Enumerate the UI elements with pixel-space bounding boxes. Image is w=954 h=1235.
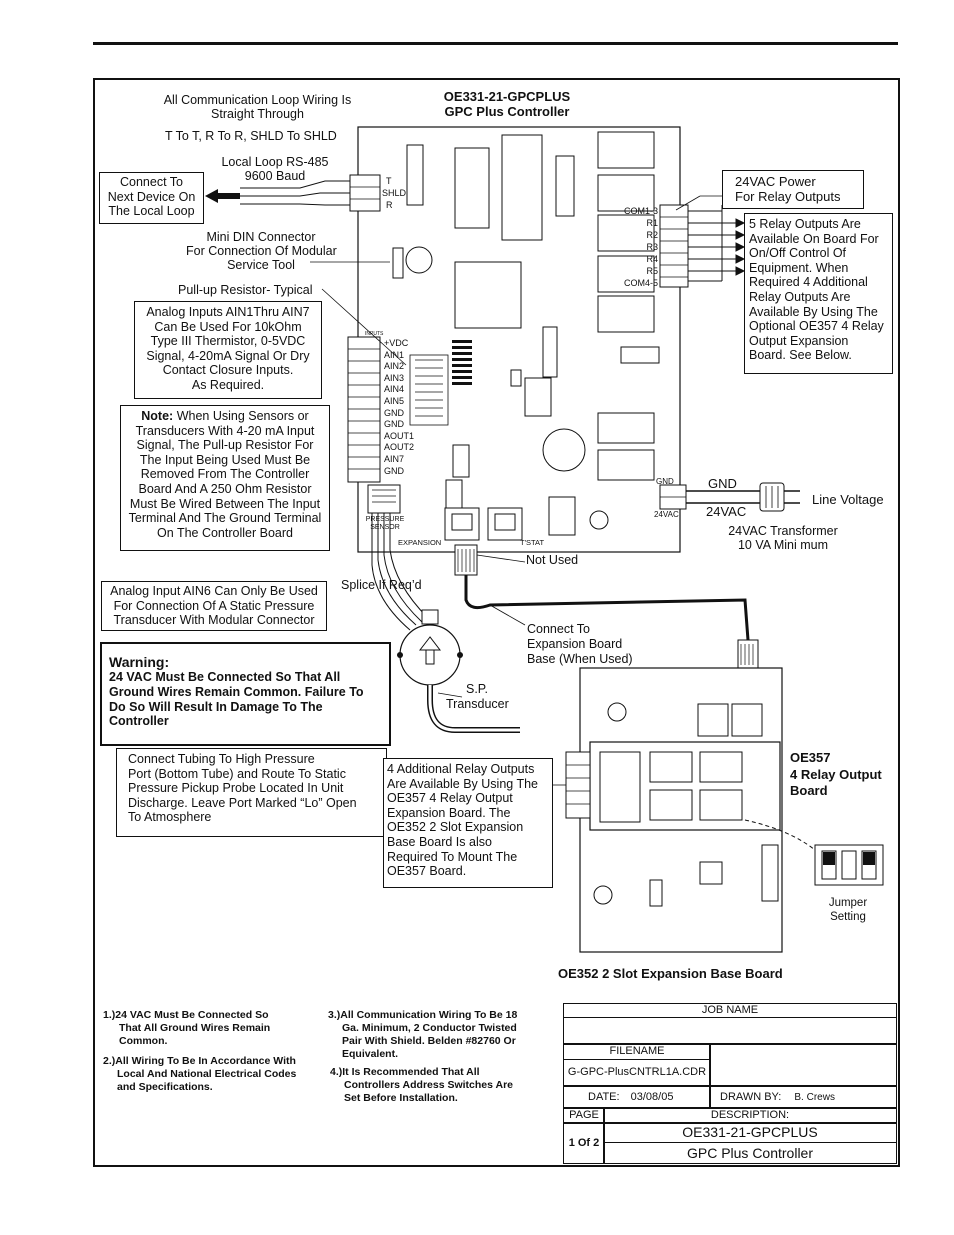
inputs-label: INPUTS [365,331,384,337]
splice-label: Splice If Req’d [341,578,422,592]
relay-terminal-block [659,204,689,288]
terminal-shld: SHLD [382,188,407,198]
sp-transducer [399,624,461,686]
not-used-label: Not Used [526,553,579,567]
expansion-jack-label: EXPANSION [398,538,442,547]
sp-transducer-label: S.P.Transducer [446,682,509,711]
drawn-by-cell: DRAWN BY: B. Crews [709,1085,897,1109]
date-cell: DATE: 03/08/05 [563,1085,711,1109]
date-value: 03/08/05 [630,1091,674,1103]
comm-terminal-block [349,174,381,212]
terminal-r: R [386,200,393,210]
oe352-label: OE352 2 Slot Expansion Base Board [558,966,783,981]
filename-value: G-GPC-PlusCNTRL1A.CDR [567,1066,707,1078]
pullup-note: Pull-up Resistor- Typical [178,283,313,297]
filename-cell: FILENAME G-GPC-PlusCNTRL1A.CDR [563,1043,711,1087]
description-label-cell: DESCRIPTION: [603,1107,897,1124]
pressure-sensor-connector [367,484,401,514]
vac24-label: 24VAC [706,504,747,519]
drawing-frame [93,78,900,1167]
top-rule [93,42,898,45]
t-to-t-note: T To T, R To R, SHLD To SHLD [165,129,337,143]
power-24vac-label: 24VAC [654,510,679,519]
warning-box: Warning: 24 VAC Must Be Connected So Tha… [100,642,391,746]
arrow-left-icon [205,189,218,203]
page-value-cell: 1 Of 2 [563,1122,605,1164]
input-terminal-block [347,336,381,483]
page-label-cell: PAGE [563,1107,605,1124]
description-line-2: GPC Plus Controller [686,1145,814,1161]
blank-cell [709,1043,897,1087]
gnd-label: GND [708,476,737,491]
description-line-1: OE331-21-GPCPLUS [604,1123,896,1143]
job-name-cell: JOB NAME [563,1003,897,1045]
terminal-t: T [386,176,392,186]
drawn-by-value: B. Crews [794,1092,835,1103]
description-value-cell: OE331-21-GPCPLUS GPC Plus Controller [603,1122,897,1164]
warning-title: Warning: [109,654,170,670]
power-gnd-label: GND [656,477,674,486]
sensor-note-box: Note: When Using Sensors or Transducers … [120,405,330,551]
note-label: Note: [141,409,174,423]
line-voltage-label: Line Voltage [812,492,884,507]
tstat-jack-label: T'STAT [520,538,545,547]
